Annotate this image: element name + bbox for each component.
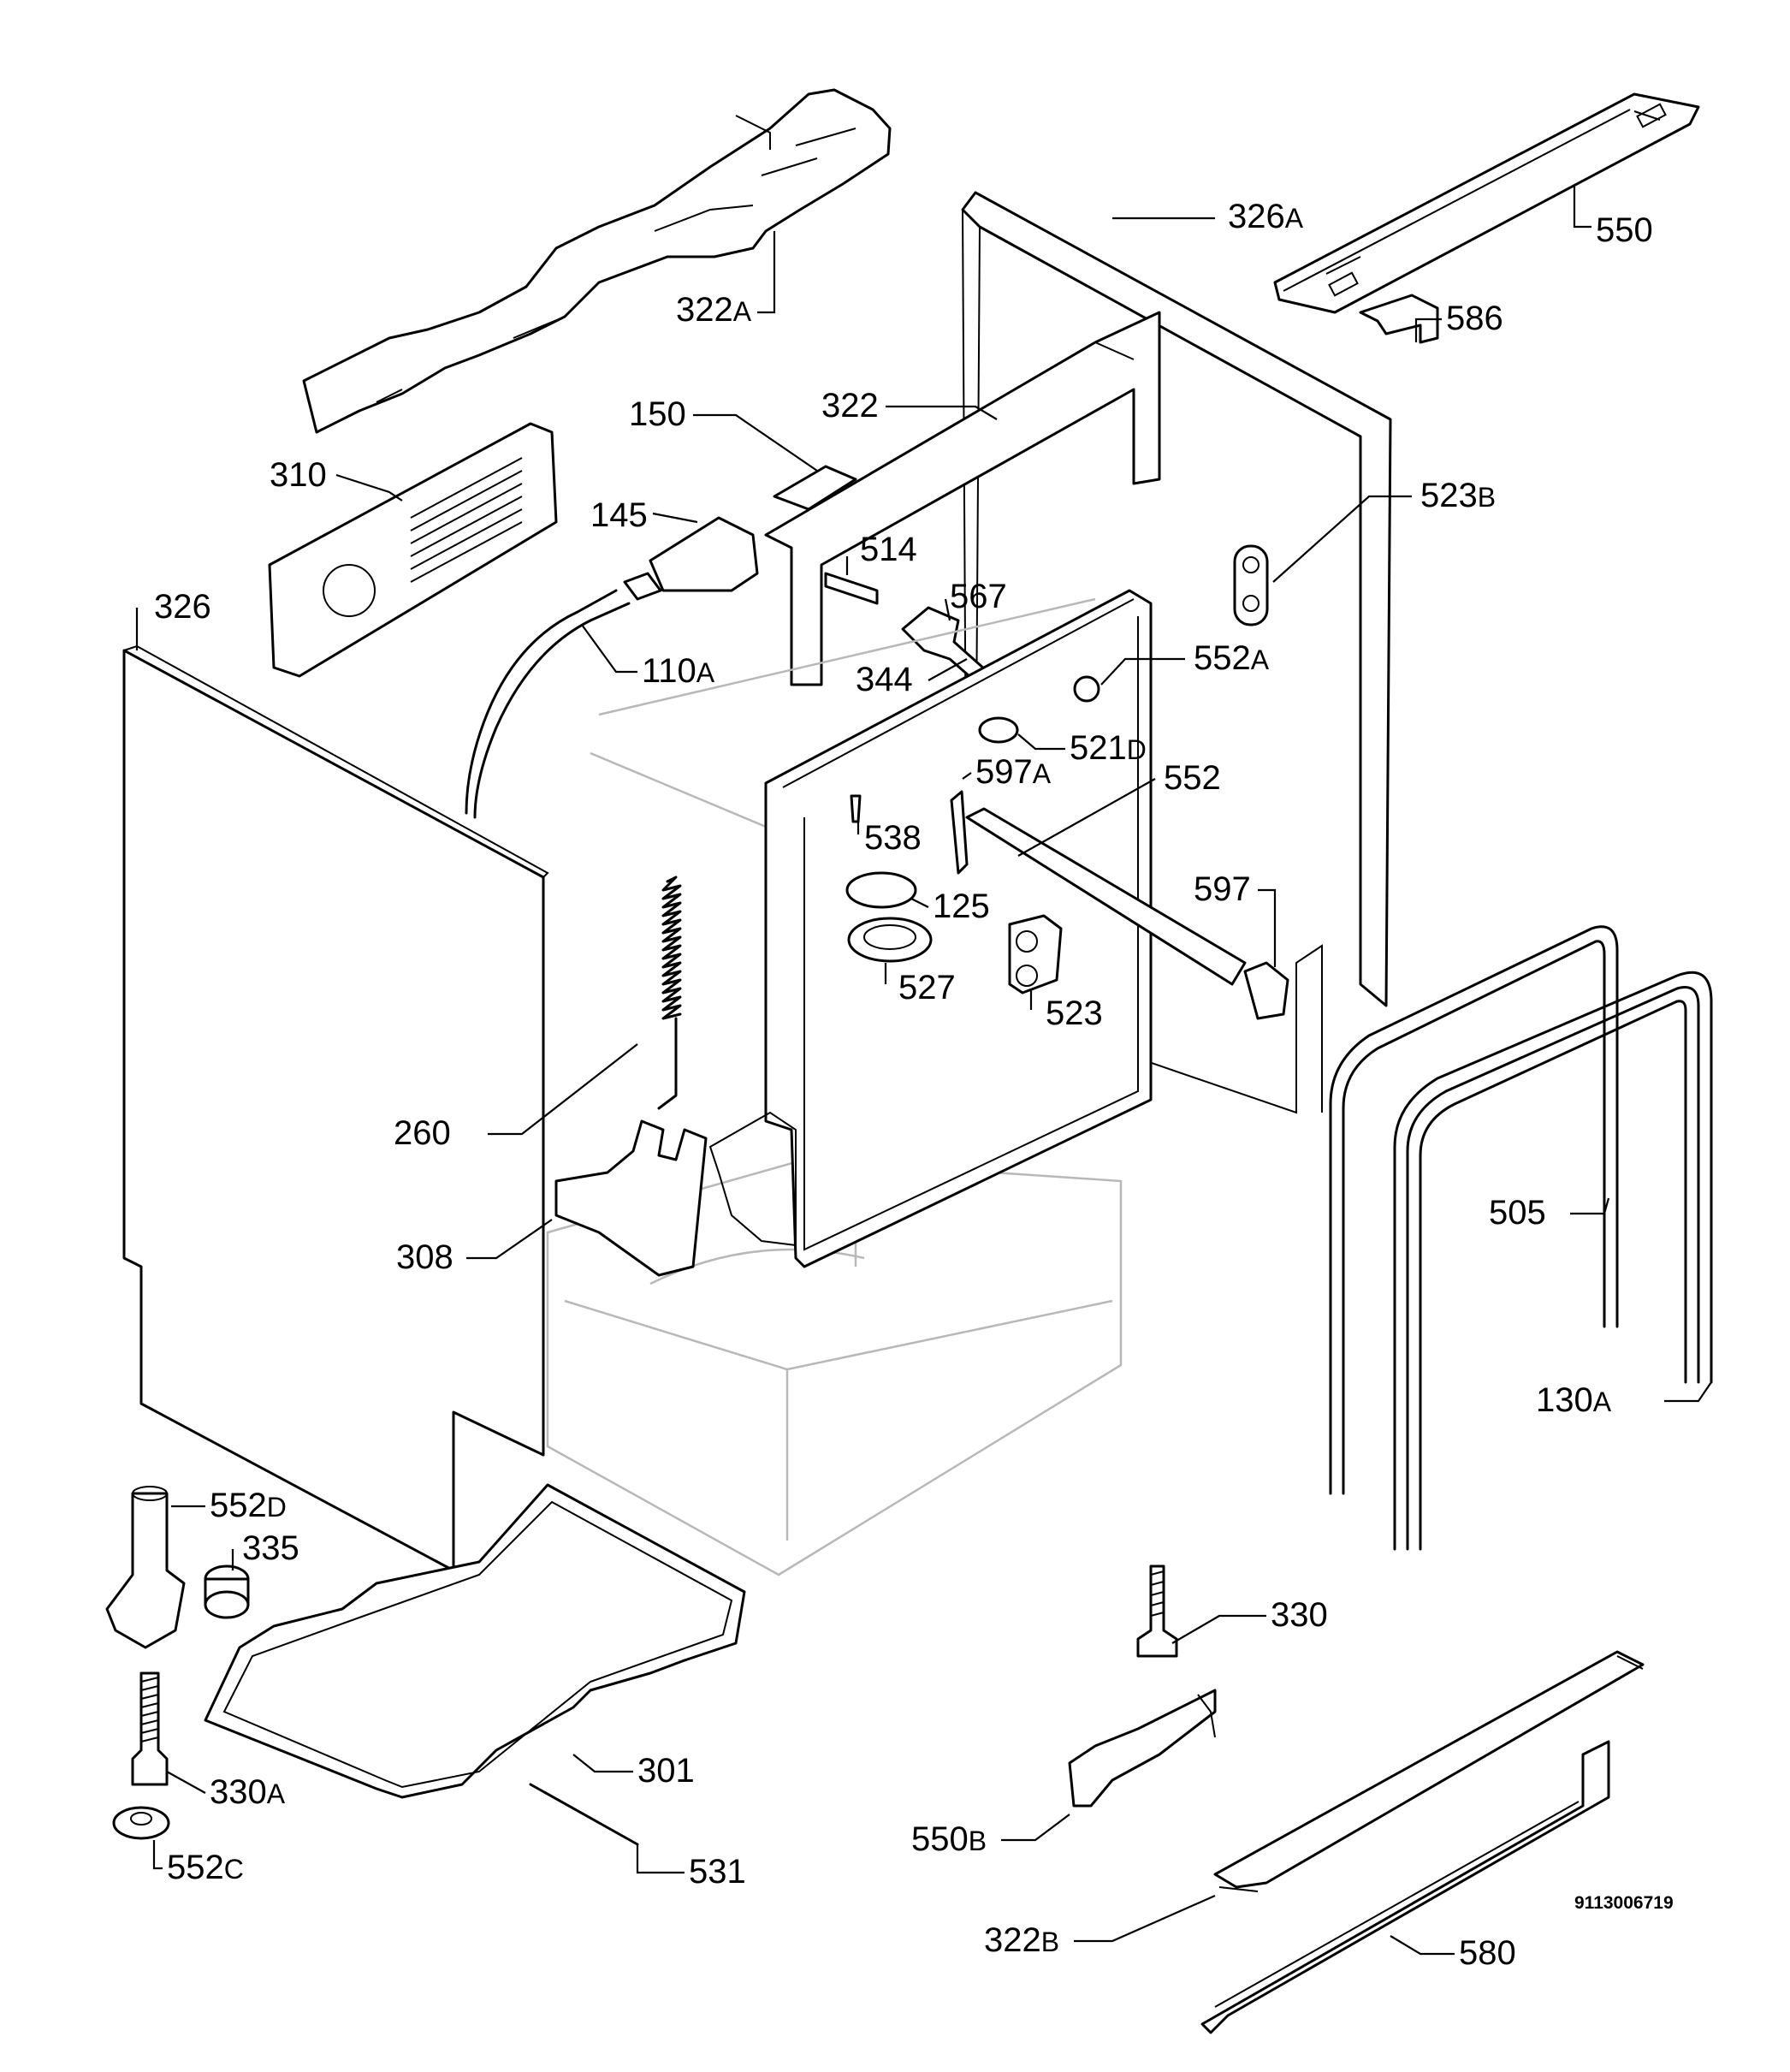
callout-326: 326 (154, 588, 211, 626)
part-550B-drawing (1068, 1689, 1217, 1808)
callout-552D: 552D (210, 1487, 287, 1524)
callout-322A: 322A (676, 291, 752, 329)
callout-531: 531 (689, 1853, 746, 1891)
part-552A-drawing (1073, 675, 1100, 703)
callout-523B: 523B (1420, 477, 1496, 514)
door-frame-drawing (708, 589, 1153, 1268)
part-322B-drawing (1213, 1650, 1645, 1892)
part-drawings (105, 88, 1713, 2034)
part-260-drawing (657, 876, 682, 1110)
part-586-drawing (1359, 294, 1439, 344)
leader-lines (135, 187, 1712, 1956)
part-597-drawing (1243, 961, 1289, 1020)
callout-330A: 330A (210, 1773, 286, 1811)
callout-550: 550 (1596, 211, 1653, 249)
part-521D-drawing (978, 716, 1019, 744)
part-505-drawing (1329, 925, 1619, 1495)
callout-145: 145 (590, 496, 648, 534)
callout-310: 310 (270, 456, 327, 494)
callout-550B: 550B (911, 1820, 987, 1858)
part-145-drawing (623, 516, 759, 601)
callout-260: 260 (394, 1114, 451, 1152)
part-514-drawing (824, 572, 879, 605)
part-301-drawing (204, 1483, 746, 1799)
part-523-drawing (1008, 914, 1063, 994)
part-308-drawing (554, 1119, 708, 1277)
part-552C-drawing (112, 1806, 170, 1840)
part-110A-drawing (465, 589, 631, 819)
part-531-drawing (529, 1783, 639, 1846)
part-130A-drawing (1393, 971, 1713, 1551)
callout-552C: 552C (167, 1849, 244, 1886)
part-330A-drawing (131, 1671, 169, 1786)
callout-567: 567 (950, 578, 1007, 615)
callout-538: 538 (864, 819, 922, 857)
drawing-reference-number: 9113006719 (1574, 1893, 1674, 1913)
part-550-drawing (1273, 92, 1700, 314)
part-538-drawing (850, 794, 862, 823)
part-527-drawing (847, 917, 933, 963)
part-597A-drawing (950, 790, 969, 875)
part-125-drawing (845, 871, 917, 909)
callout-308: 308 (396, 1238, 453, 1276)
callout-344: 344 (856, 661, 913, 698)
part-580-drawing (1200, 1740, 1610, 2034)
callout-521D: 521D (1070, 729, 1147, 767)
callout-527: 527 (898, 969, 956, 1006)
callout-322: 322 (821, 387, 879, 424)
part-310-drawing (268, 422, 558, 678)
callout-505: 505 (1489, 1194, 1546, 1232)
callout-552A: 552A (1194, 639, 1270, 677)
callout-326A: 326A (1228, 198, 1304, 235)
callout-301: 301 (637, 1752, 695, 1790)
callout-523: 523 (1046, 994, 1103, 1032)
part-322A-drawing (302, 88, 892, 434)
callout-597A: 597A (975, 753, 1052, 791)
callout-110A: 110A (642, 652, 715, 690)
callout-580: 580 (1459, 1934, 1516, 1972)
callout-552: 552 (1164, 759, 1221, 797)
part-322-drawing (764, 311, 1161, 686)
callout-586: 586 (1446, 300, 1503, 337)
part-552-drawing (965, 807, 1247, 986)
callout-labels: 322A 326A 550 586 150 322 310 523B 145 5… (154, 198, 1674, 1972)
callout-322B: 322B (984, 1921, 1059, 1959)
part-552D-drawing (105, 1486, 186, 1649)
part-150-drawing (773, 465, 857, 511)
callout-335: 335 (242, 1529, 299, 1567)
part-330-drawing (1136, 1564, 1178, 1658)
part-523B-drawing (1233, 544, 1269, 626)
part-335-drawing (204, 1564, 250, 1619)
callout-125: 125 (933, 888, 990, 925)
callout-330: 330 (1271, 1596, 1328, 1634)
callout-514: 514 (860, 531, 917, 568)
callout-130A: 130A (1536, 1381, 1612, 1419)
callout-150: 150 (629, 395, 686, 433)
callout-597: 597 (1194, 870, 1251, 908)
part-326-drawing (122, 644, 549, 1572)
